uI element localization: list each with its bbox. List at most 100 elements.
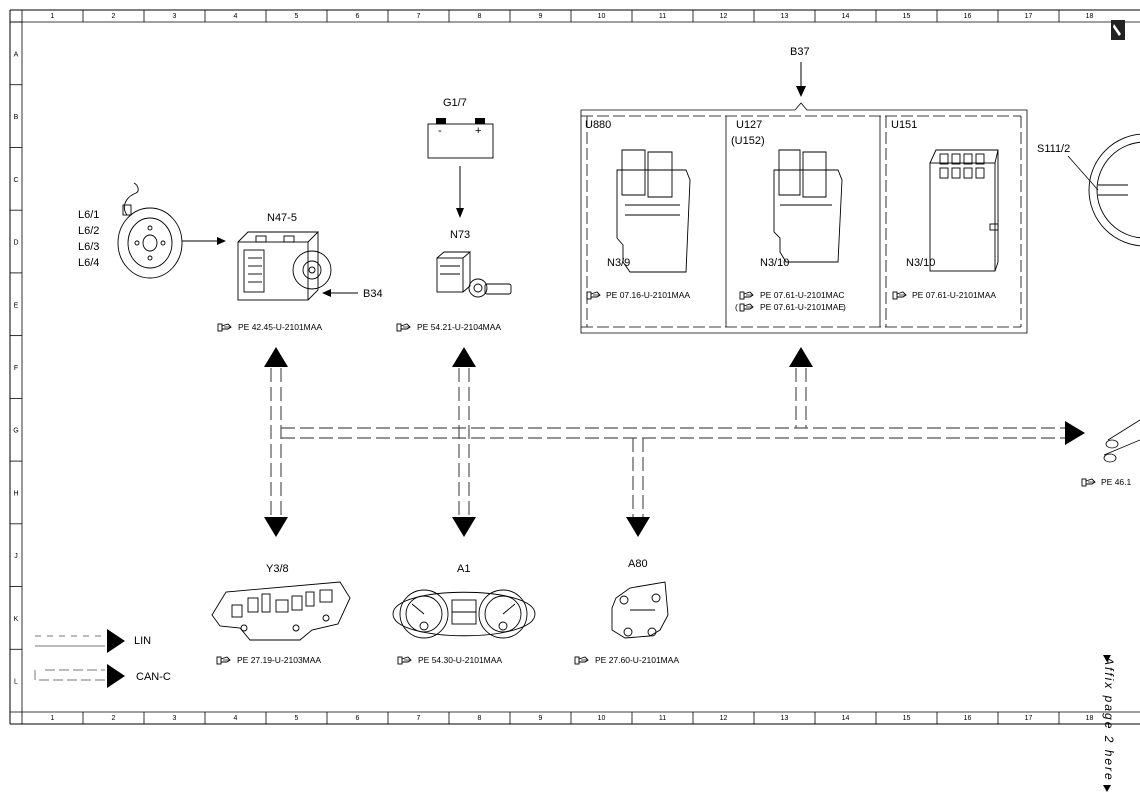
grid-column-number: 12: [720, 13, 728, 20]
grid-row-letter: F: [14, 365, 18, 372]
grid-column-number: 13: [781, 715, 789, 722]
ref-a1: PE 54.30-U-2101MAA: [418, 655, 502, 665]
grid-column-number: 16: [964, 13, 972, 20]
legend: LIN CAN-C: [34, 629, 171, 688]
label-u880: U880: [585, 119, 611, 131]
instrument-cluster-drawing: [392, 589, 536, 639]
ref-a80: PE 27.60-U-2101MAA: [595, 655, 679, 665]
label-n73: N73: [450, 229, 470, 241]
grid-row-letter: D: [13, 240, 18, 247]
legend-lin-label: LIN: [134, 635, 151, 647]
arrow-l6-to-n47: [217, 237, 226, 245]
grid-row-letter: B: [14, 114, 19, 121]
grid-column-number: 12: [720, 715, 728, 722]
grid-column-number: 9: [539, 715, 543, 722]
label-l6-3: L6/3: [78, 241, 99, 253]
svg-text:(: (: [735, 302, 738, 312]
legend-can-label: CAN-C: [136, 671, 171, 683]
arrow-b34: [322, 289, 331, 297]
label-l6-2: L6/2: [78, 225, 99, 237]
ref-y38: PE 27.19-U-2103MAA: [237, 655, 321, 665]
label-u127: U127: [736, 119, 762, 131]
ref-u151: PE 07.61-U-2101MAA: [912, 290, 996, 300]
label-n3-9: N3/9: [607, 257, 630, 269]
legend-can-arrow: [107, 664, 125, 688]
grid-column-number: 18: [1086, 715, 1094, 722]
cutoff-component-drawing: [1103, 419, 1140, 463]
grid-column-number: 14: [842, 13, 850, 20]
wheel-speed-sensor-drawing: [117, 182, 183, 279]
arrow-down-a1: [452, 517, 476, 537]
grid-row-letter: A: [14, 51, 19, 58]
ref-u880: PE 07.16-U-2101MAA: [606, 290, 690, 300]
label-u152: (U152): [731, 135, 765, 147]
svg-text:): ): [843, 302, 846, 312]
grid-column-number: 11: [659, 715, 666, 722]
grid-column-number: 2: [112, 715, 116, 722]
arrow-battery-to-n73: [456, 208, 464, 218]
label-s111-2: S111/2: [1037, 143, 1070, 155]
label-y3-8: Y3/8: [266, 563, 289, 575]
esp-control-unit-drawing: [237, 231, 332, 301]
grid-column-number: 3: [173, 13, 177, 20]
can-bus-lines: [270, 368, 1066, 518]
label-a1: A1: [457, 563, 470, 575]
label-l6-1: L6/1: [78, 209, 99, 221]
grid-column-number: 11: [659, 13, 666, 20]
grid-column-number: 7: [417, 13, 421, 20]
label-n47-5: N47-5: [267, 212, 297, 224]
transmission-control-drawing: [211, 581, 351, 641]
grid-row-letter: K: [14, 616, 19, 623]
grid-column-number: 15: [903, 715, 911, 722]
grid-column-number: 18: [1086, 13, 1094, 20]
affix-arrow-top: [1103, 655, 1111, 662]
ref-u127-a: PE 07.61-U-2101MAC: [760, 290, 845, 300]
affix-note-text: Affix page 2 here: [1102, 656, 1116, 782]
arrow-down-a80: [626, 517, 650, 537]
legend-lin-arrow: [107, 629, 125, 653]
grid-column-number: 5: [295, 13, 299, 20]
grid-column-number: 1: [51, 715, 55, 722]
label-a80: A80: [628, 558, 648, 570]
steering-wheel-drawing: [1088, 133, 1140, 247]
grid-column-number: 6: [356, 13, 360, 20]
label-b34: B34: [363, 288, 383, 300]
sheet-frame: [9, 9, 1140, 725]
grid-column-number: 5: [295, 715, 299, 722]
ref-n47: PE 42.45-U-2101MAA: [238, 322, 322, 332]
grid-column-number: 4: [234, 13, 238, 20]
affix-note: Affix page 2 here: [1097, 655, 1121, 795]
arrow-right-bus: [1065, 421, 1085, 445]
ref-u127-b: PE 07.61-U-2101MAE: [760, 302, 844, 312]
grid-column-number: 17: [1025, 13, 1033, 20]
bus-arrows: [264, 347, 1085, 537]
label-g1-7: G1/7: [443, 97, 467, 109]
ecu-u151-drawing: [929, 149, 999, 272]
grid-row-letter: L: [14, 679, 18, 686]
grid-column-number: 2: [112, 13, 116, 20]
legend-can-line: [34, 669, 105, 681]
arrow-down-y38: [264, 517, 288, 537]
grid-column-number: 4: [234, 715, 238, 722]
grid-column-number: 8: [478, 715, 482, 722]
ref-right-cut: PE 46.1: [1101, 477, 1132, 487]
affix-arrow-bottom: [1103, 785, 1111, 792]
battery-drawing: [427, 118, 494, 159]
arrow-up-n47: [264, 347, 288, 367]
ref-n73: PE 54.21-U-2104MAA: [417, 322, 501, 332]
grid-column-number: 7: [417, 715, 421, 722]
grid-column-number: 16: [964, 715, 972, 722]
grid-row-letter: C: [13, 177, 18, 184]
arrow-b37: [796, 86, 806, 97]
corner-emblem-icon: [1111, 20, 1125, 40]
grid-column-number: 15: [903, 13, 911, 20]
grid-column-number: 6: [356, 715, 360, 722]
arrow-up-n73: [452, 347, 476, 367]
grid-column-number: 14: [842, 715, 850, 722]
grid-column-number: 3: [173, 715, 177, 722]
battery-minus-label: -: [438, 125, 442, 137]
